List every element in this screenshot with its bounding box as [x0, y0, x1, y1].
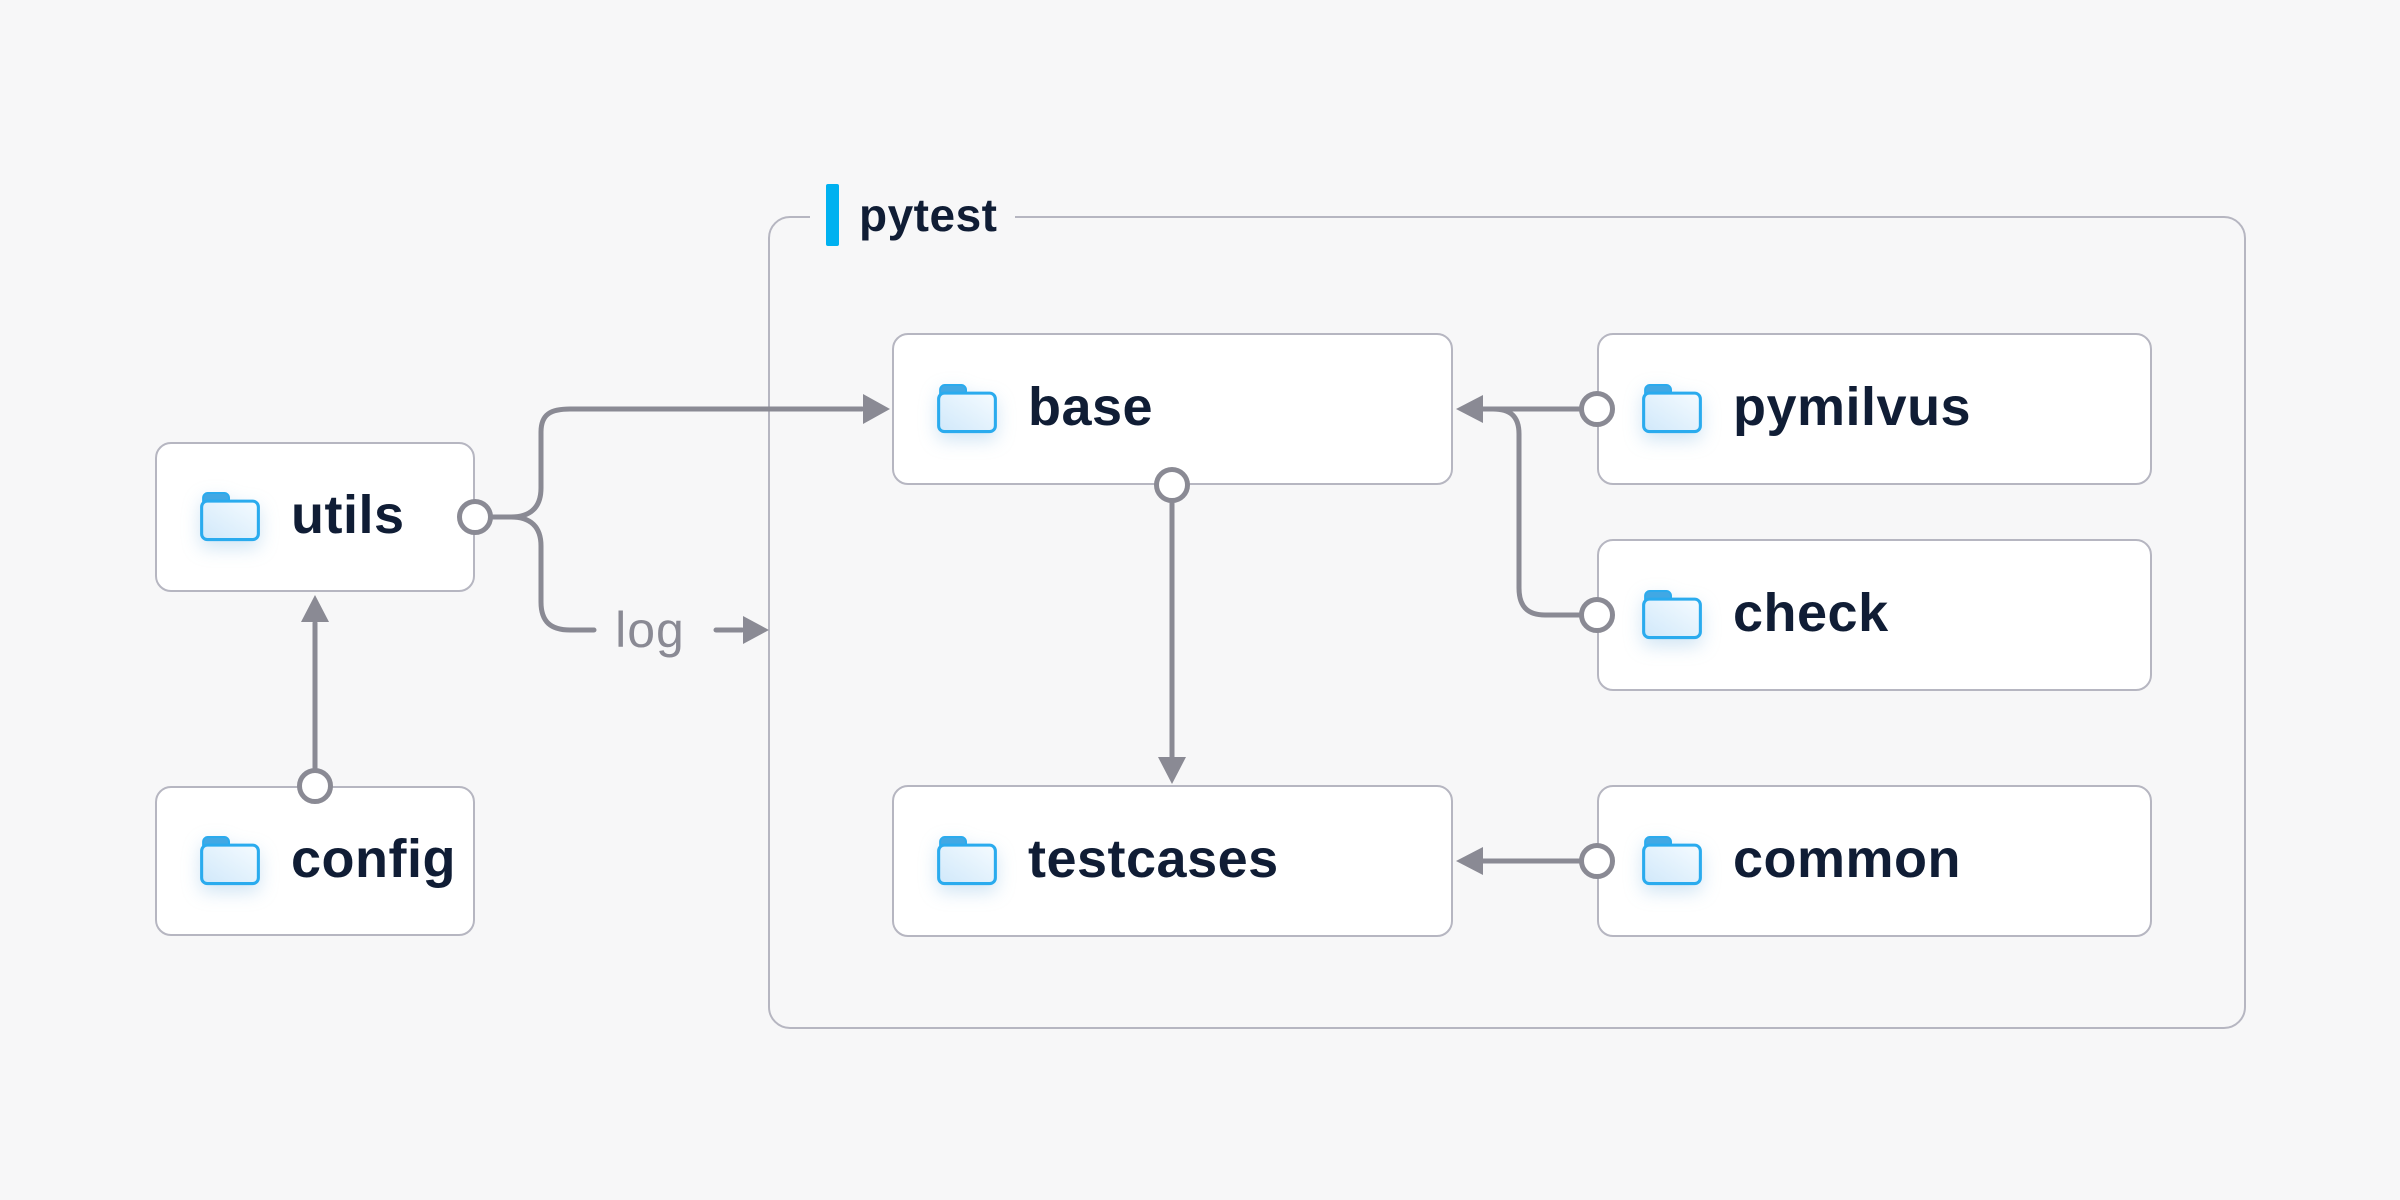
edge-config-utils	[297, 595, 333, 804]
accent-bar-icon	[826, 184, 839, 246]
node-label: utils	[291, 485, 405, 545]
node-label: testcases	[1028, 829, 1279, 889]
folder-icon	[936, 836, 998, 886]
node-common: common	[1597, 785, 2152, 937]
node-label: config	[291, 829, 456, 889]
node-label: common	[1733, 829, 1962, 889]
node-pymilvus: pymilvus	[1597, 333, 2152, 485]
pytest-container-title: pytest	[859, 189, 998, 241]
edge-label-log: log	[615, 602, 685, 658]
node-label: base	[1028, 377, 1154, 437]
node-check: check	[1597, 539, 2152, 691]
folder-icon	[936, 384, 998, 434]
node-config: config	[155, 786, 475, 936]
folder-icon	[1641, 836, 1703, 886]
folder-icon	[1641, 590, 1703, 640]
node-label: check	[1733, 583, 1889, 643]
folder-icon	[199, 492, 261, 542]
pytest-container	[768, 216, 2246, 1029]
node-base: base	[892, 333, 1453, 485]
folder-icon	[199, 836, 261, 886]
folder-icon	[1641, 384, 1703, 434]
pytest-container-label: pytest	[810, 184, 1016, 246]
node-testcases: testcases	[892, 785, 1453, 937]
node-utils: utils	[155, 442, 475, 592]
node-label: pymilvus	[1733, 377, 1972, 437]
